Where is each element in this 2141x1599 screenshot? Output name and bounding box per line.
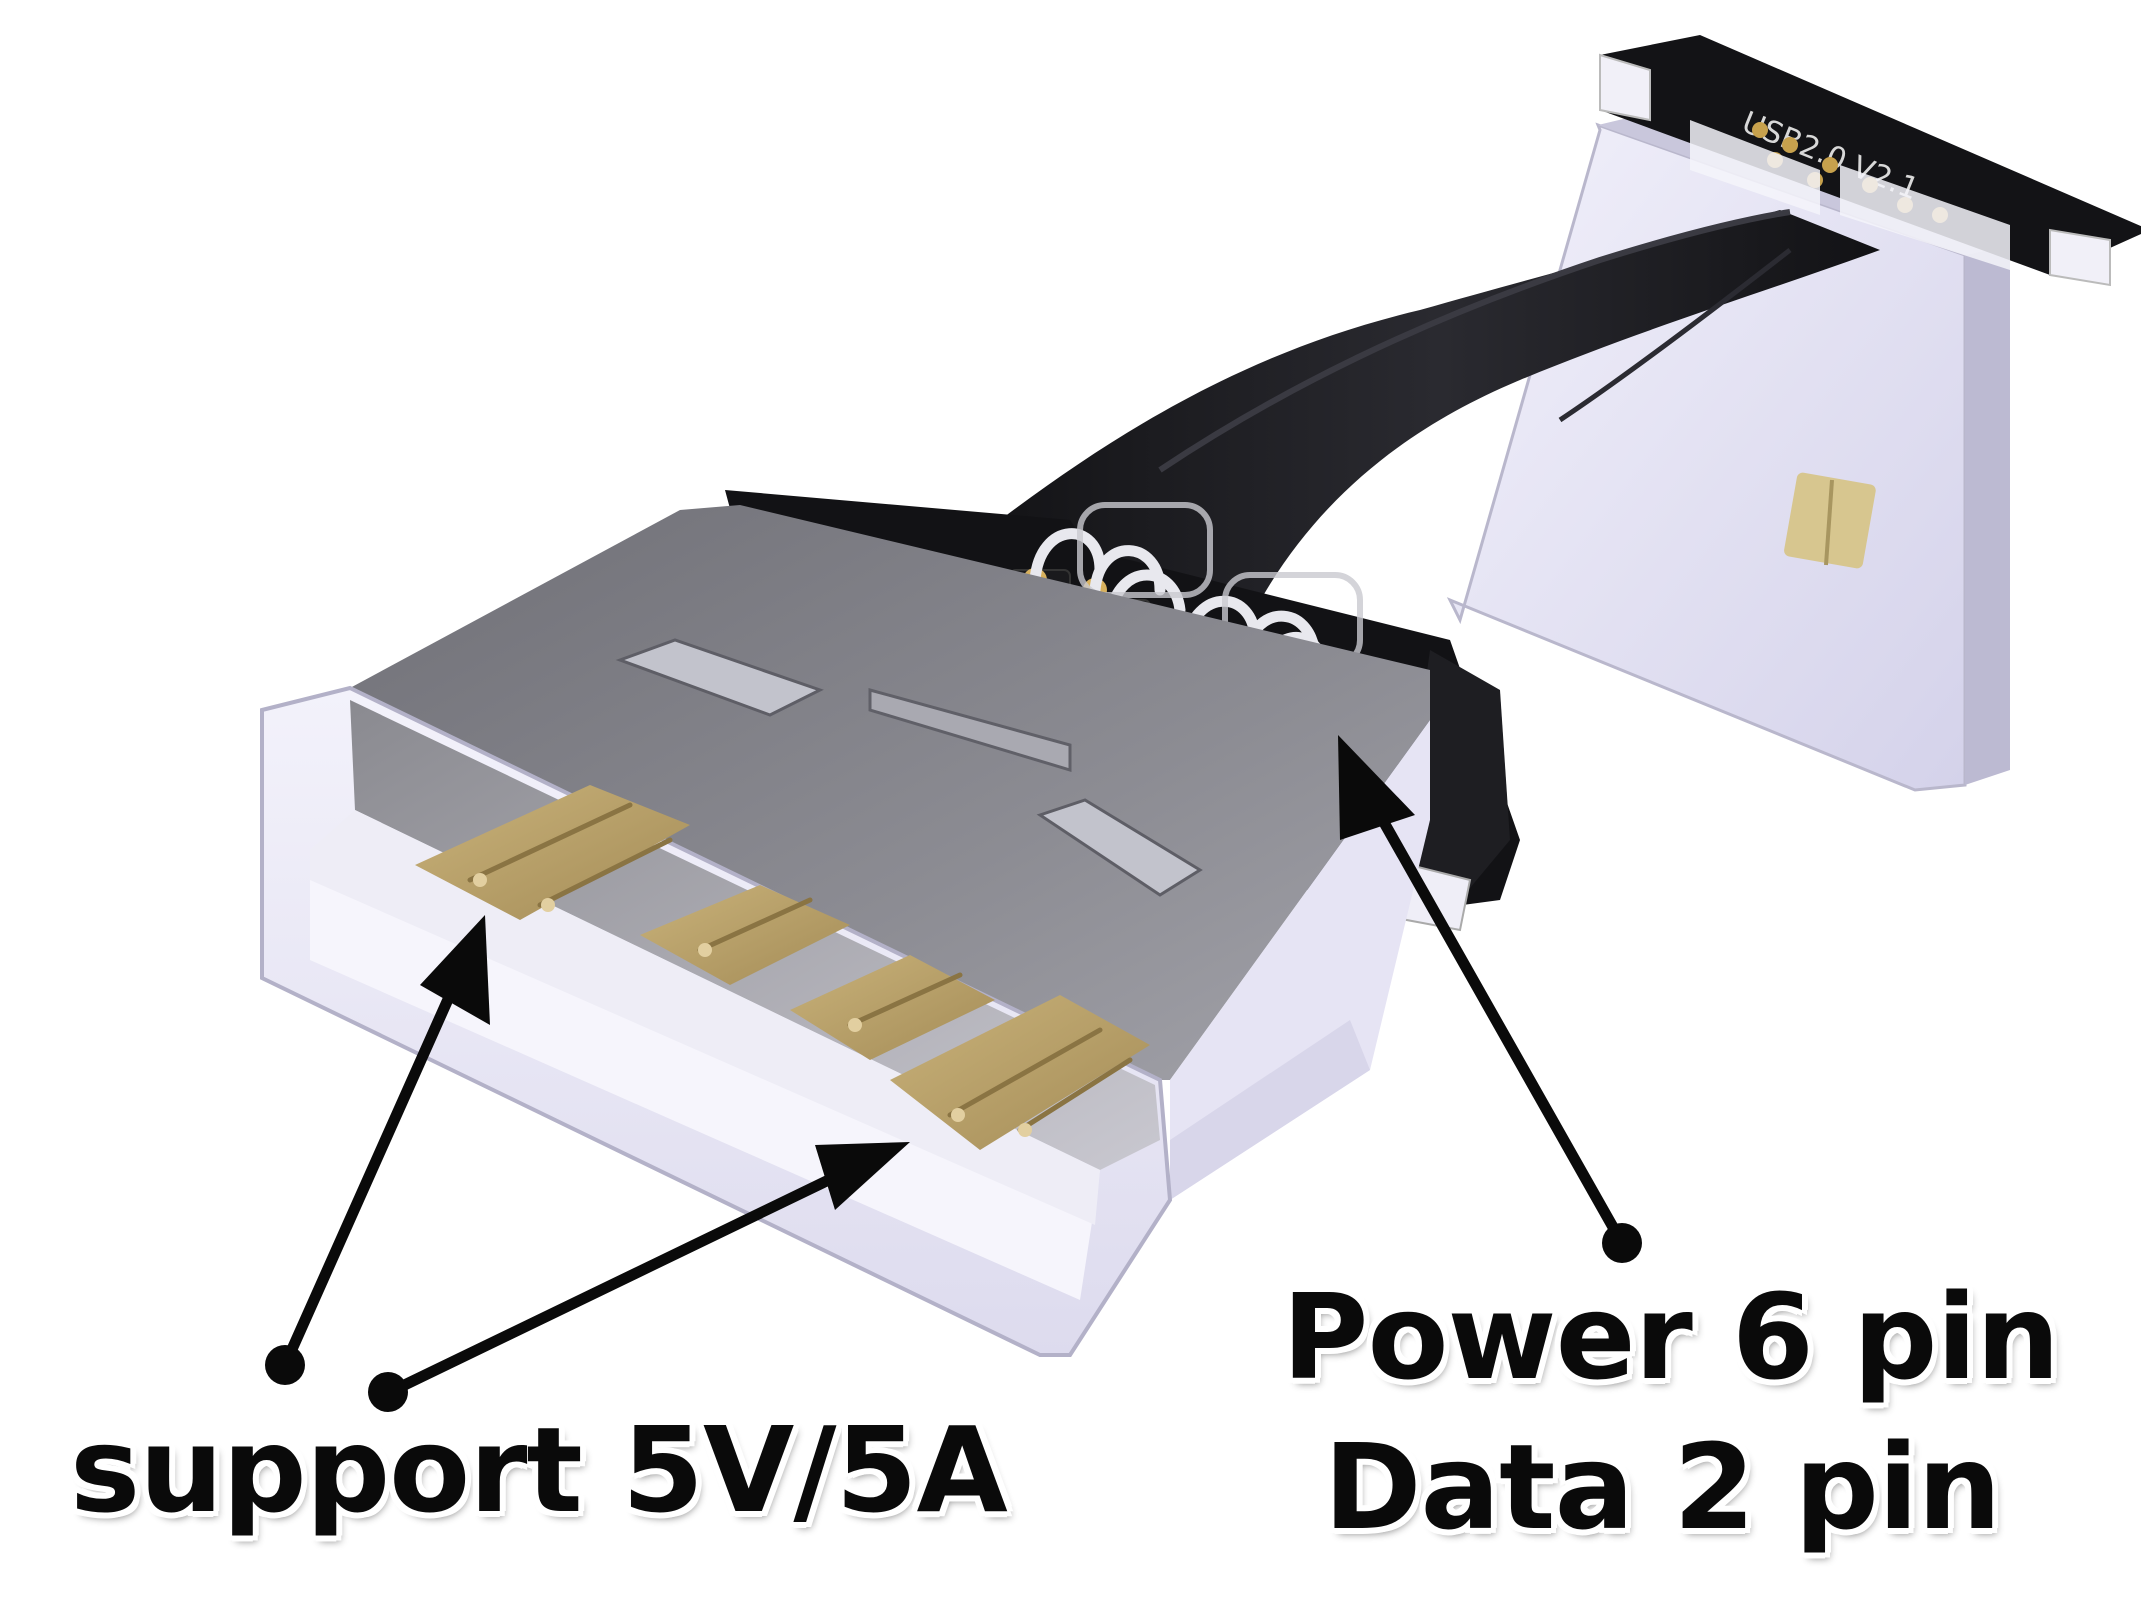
callout-data-pins: Data 2 pin (1323, 1418, 2002, 1556)
front-usb-shell (260, 505, 1430, 1357)
ribbon-cable (1000, 209, 1880, 640)
callout-pin-count: Power 6 pin Data 2 pin (1282, 1262, 2060, 1562)
callout-power-pins: Power 6 pin (1282, 1268, 2060, 1406)
arrow-support-left (265, 915, 490, 1385)
callout-support-5v-5a: support 5V/5A (70, 1401, 1008, 1539)
arrow-support-right (368, 1142, 910, 1412)
rear-pcb: USB2.0 V2.1 (1599, 35, 2141, 287)
arrow-power-data (1338, 735, 1642, 1263)
